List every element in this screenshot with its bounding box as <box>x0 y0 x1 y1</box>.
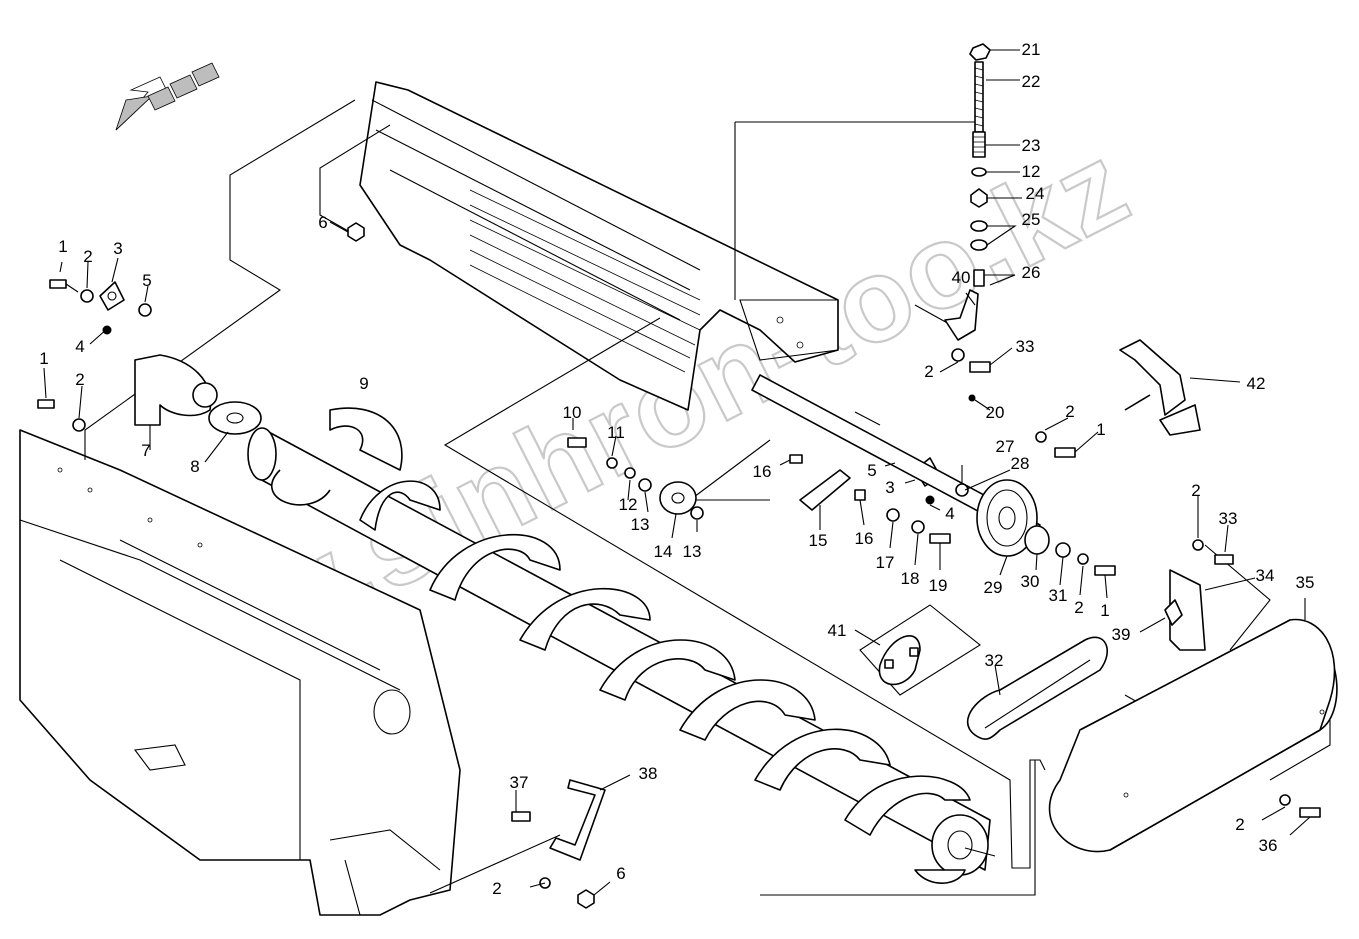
machine-body <box>19 429 461 916</box>
callout-label: 18 <box>901 569 920 588</box>
callout-label: 30 <box>1021 572 1040 591</box>
callout-label: 2 <box>1065 402 1074 421</box>
callout-label: 6 <box>318 213 327 232</box>
callout-label: 12 <box>619 495 638 514</box>
callout-label: 28 <box>1011 454 1030 473</box>
callout-label: 22 <box>1022 72 1041 91</box>
callout-label: 1 <box>1096 420 1105 439</box>
callout-label: 16 <box>855 529 874 548</box>
callout-label: 15 <box>809 531 828 550</box>
callout-label: 39 <box>1112 625 1131 644</box>
callout-label: 2 <box>1191 481 1200 500</box>
callout-label: 23 <box>1022 136 1041 155</box>
callout-label: 33 <box>1219 509 1238 528</box>
callout-label: 1 <box>58 237 67 256</box>
feeder-housing <box>359 81 839 411</box>
assembly-frames <box>84 99 1331 896</box>
callout-label: 32 <box>985 651 1004 670</box>
callout-label: 5 <box>867 461 876 480</box>
callout-label: 4 <box>75 337 84 356</box>
callout-label: 41 <box>828 621 847 640</box>
callout-label: 2 <box>75 370 84 389</box>
callout-label: 8 <box>190 457 199 476</box>
callout-label: 20 <box>986 403 1005 422</box>
belt-cover <box>1048 598 1338 853</box>
auger <box>247 407 996 884</box>
callout-label: 13 <box>631 515 650 534</box>
callout-label: 14 <box>654 542 673 561</box>
bolt-36 <box>1261 794 1321 836</box>
callout-label: 40 <box>952 268 971 287</box>
bolt-icon <box>49 279 67 289</box>
left-bearing-parts <box>37 257 262 463</box>
callout-label: 4 <box>945 504 954 523</box>
callout-label: 19 <box>929 576 948 595</box>
callout-label: 6 <box>616 864 625 883</box>
callout-label: 2 <box>492 879 501 898</box>
callout-label: 11 <box>607 423 625 442</box>
callout-label: 35 <box>1296 573 1315 592</box>
callout-label: 5 <box>142 271 151 290</box>
callout-label: 12 <box>1022 162 1041 181</box>
callout-label: 34 <box>1256 566 1275 585</box>
cover-plate <box>854 629 921 686</box>
callout-label: 7 <box>141 441 150 460</box>
callout-label: 38 <box>639 764 658 783</box>
callout-label: 24 <box>1026 184 1045 203</box>
callout-label: 16 <box>753 462 772 481</box>
lower-bracket <box>511 774 631 909</box>
callout-label: 3 <box>885 478 894 497</box>
callout-label: 25 <box>1022 210 1041 229</box>
callout-label: 1 <box>1100 601 1109 620</box>
adjuster-parts <box>939 43 1022 411</box>
callout-label: 10 <box>563 403 582 422</box>
direction-arrow-icon <box>115 62 220 131</box>
callout-label: 17 <box>876 553 895 572</box>
callout-label: 1 <box>39 349 48 368</box>
nut-6-top <box>329 221 365 242</box>
shaft-parts <box>567 374 1116 599</box>
callout-label: 2 <box>1235 815 1244 834</box>
callout-label: 9 <box>359 374 368 393</box>
callout-label: 2 <box>1074 598 1083 617</box>
callout-label: 13 <box>683 542 702 561</box>
right-bracket-parts <box>1035 339 1256 651</box>
callout-label: 2 <box>924 362 933 381</box>
callout-label: 33 <box>1016 337 1035 356</box>
callout-label: 36 <box>1259 836 1278 855</box>
callout-label: 37 <box>510 773 529 792</box>
callout-label: 31 <box>1049 586 1068 605</box>
callout-label: 42 <box>1247 374 1266 393</box>
callout-label: 2 <box>83 247 92 266</box>
callout-label: 3 <box>113 239 122 258</box>
callout-label: 26 <box>1022 263 1041 282</box>
drive-belt <box>966 636 1109 740</box>
callout-label: 21 <box>1022 40 1041 59</box>
callout-label: 27 <box>996 437 1015 456</box>
callout-label: 29 <box>984 578 1003 597</box>
